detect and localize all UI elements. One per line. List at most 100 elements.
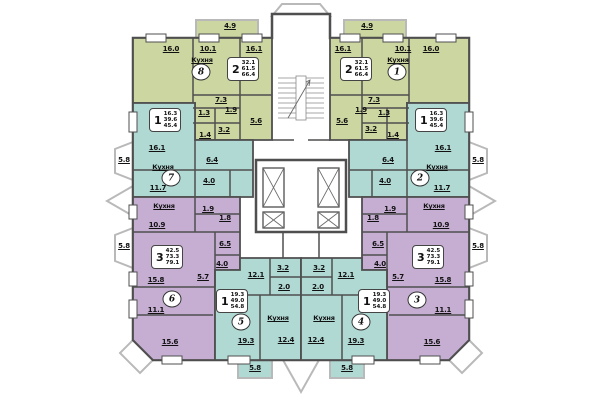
room-area-label: 5.8 <box>472 242 484 250</box>
room-area-label: 6.5 <box>372 240 384 248</box>
total-area: 45.4 <box>163 123 178 129</box>
kitchen-label: Кухня <box>423 202 445 210</box>
room-area-label: 4.0 <box>379 177 391 185</box>
stair-direction-arrow <box>287 79 311 119</box>
total-area: 54.8 <box>230 304 245 310</box>
room-area-label: 1.3 <box>198 109 210 117</box>
apartment-area: 73.3 <box>426 254 441 260</box>
room-area-label: 16.1 <box>434 144 452 152</box>
room-area-label: 11.7 <box>433 184 451 192</box>
room-area-label: 10.9 <box>432 221 450 229</box>
apartment-info-card: 1 16.3 39.6 45.4 <box>149 108 182 132</box>
room-area-label: 1.9 <box>384 205 396 213</box>
room-count: 2 <box>232 62 240 76</box>
apartment-area: 49.0 <box>372 298 387 304</box>
room-count: 3 <box>156 250 164 264</box>
living-area: 19.3 <box>230 292 245 298</box>
room-area-label: 6.4 <box>382 156 394 164</box>
living-area: 32.1 <box>354 60 369 66</box>
living-area: 42.5 <box>426 248 441 254</box>
stairwell <box>278 75 324 121</box>
room-area-label: 15.8 <box>434 276 452 284</box>
elevator-core <box>254 158 348 234</box>
room-area-label: 3.2 <box>277 264 289 272</box>
apartment-info-card: 3 42.5 73.3 79.1 <box>151 245 184 269</box>
room-area-label: 11.7 <box>149 184 167 192</box>
room-area-label: 16.1 <box>148 144 166 152</box>
total-area: 66.4 <box>354 72 369 78</box>
apartment-info-card: 1 19.3 49.0 54.8 <box>358 289 391 313</box>
room-area-label: 19.3 <box>347 337 365 345</box>
total-area: 45.4 <box>429 123 444 129</box>
room-area-label: 4.0 <box>203 177 215 185</box>
kitchen-label: Кухня <box>153 202 175 210</box>
room-count: 1 <box>154 113 162 127</box>
room-count: 1 <box>221 294 229 308</box>
apartment-area: 39.6 <box>163 117 178 123</box>
apartment-info-card: 1 19.3 49.0 54.8 <box>216 289 249 313</box>
living-area: 16.3 <box>429 111 444 117</box>
kitchen-label: Кухня <box>191 56 213 64</box>
total-area: 79.1 <box>165 260 180 266</box>
room-area-label: 3.2 <box>365 125 377 133</box>
total-area: 54.8 <box>372 304 387 310</box>
apartment-number-badge: 7 <box>161 169 181 187</box>
room-area-label: 15.8 <box>147 276 165 284</box>
room-count: 1 <box>363 294 371 308</box>
apartment-number-badge: 8 <box>191 63 211 81</box>
apartment-info-card: 3 42.5 73.3 79.1 <box>412 245 445 269</box>
apartment-number-badge: 2 <box>410 169 430 187</box>
room-area-label: 5.8 <box>341 364 353 372</box>
room-area-label: 11.1 <box>147 306 165 314</box>
room-area-label: 10.1 <box>394 45 412 53</box>
apartment-number-badge: 1 <box>387 63 407 81</box>
room-area-label: 1.9 <box>225 106 237 114</box>
room-area-label: 12.1 <box>247 271 265 279</box>
room-area-label: 7.3 <box>215 96 227 104</box>
elevator-shaft <box>317 167 340 208</box>
elevator-shaft <box>262 211 285 229</box>
room-area-label: 10.1 <box>199 45 217 53</box>
room-area-label: 6.5 <box>219 240 231 248</box>
kitchen-label: Кухня <box>387 56 409 64</box>
room-area-label: 1.4 <box>387 131 399 139</box>
room-area-label: 1.9 <box>202 205 214 213</box>
total-area: 79.1 <box>426 260 441 266</box>
apartment-area: 61.5 <box>241 66 256 72</box>
room-area-label: 5.8 <box>118 242 130 250</box>
room-count: 3 <box>417 250 425 264</box>
apartment-area: 39.6 <box>429 117 444 123</box>
living-area: 19.3 <box>372 292 387 298</box>
room-area-label: 12.4 <box>307 336 325 344</box>
room-area-label: 2.0 <box>278 283 290 291</box>
room-area-label: 5.8 <box>249 364 261 372</box>
room-area-label: 5.6 <box>336 117 348 125</box>
bay-bottom-point <box>281 359 321 395</box>
shaft-cross-marks <box>262 167 340 229</box>
room-area-label: 5.7 <box>197 273 209 281</box>
room-area-label: 16.1 <box>245 45 263 53</box>
apartment-info-card: 1 16.3 39.6 45.4 <box>415 108 448 132</box>
room-area-label: 12.1 <box>337 271 355 279</box>
total-area: 66.4 <box>241 72 256 78</box>
room-count: 1 <box>420 113 428 127</box>
apartment-info-card: 2 32.1 61.5 66.4 <box>340 57 373 81</box>
room-area-label: 3.2 <box>218 126 230 134</box>
room-area-label: 4.9 <box>361 22 373 30</box>
room-area-label: 2.0 <box>312 283 324 291</box>
apartment-zone-4 <box>300 257 388 361</box>
apartment-info-card: 2 32.1 61.5 66.4 <box>227 57 260 81</box>
room-area-label: 7.3 <box>368 96 380 104</box>
room-area-label: 16.0 <box>422 45 440 53</box>
apartment-area: 49.0 <box>230 298 245 304</box>
elevator-shaft <box>317 211 340 229</box>
room-area-label: 16.1 <box>334 45 352 53</box>
apartment-area: 61.5 <box>354 66 369 72</box>
living-area: 16.3 <box>163 111 178 117</box>
apartment-number-badge: 6 <box>162 290 182 308</box>
room-area-label: 6.4 <box>206 156 218 164</box>
room-area-label: 11.1 <box>434 306 452 314</box>
room-area-label: 10.9 <box>148 221 166 229</box>
room-area-label: 1.3 <box>378 109 390 117</box>
